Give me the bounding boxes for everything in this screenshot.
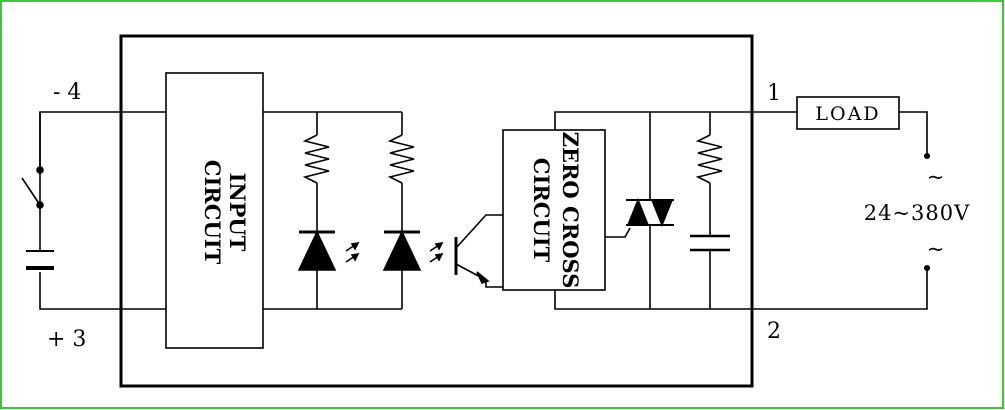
battery-symbol (26, 250, 54, 270)
terminal-1-label: 1 (767, 81, 781, 106)
output-wiring (554, 111, 928, 310)
load-label: LOAD (815, 103, 880, 125)
switch-symbol (21, 112, 44, 209)
ac-supply-symbol (924, 153, 930, 271)
triac-symbol (626, 197, 674, 228)
snubber-resistor-symbol (695, 134, 723, 184)
ac-wave-bottom: ~ (927, 237, 946, 261)
zero-cross-label-line2: CIRCUIT (529, 158, 554, 263)
relay-housing (119, 34, 754, 388)
input-circuit-label-line1: INPUT (225, 173, 250, 252)
resistor-1-symbol (302, 112, 330, 309)
terminal-3-label: + 3 (47, 327, 86, 352)
supply-voltage-label: 24~380V (864, 201, 971, 225)
resistor-2-symbol (387, 112, 415, 309)
input-circuit-block (165, 72, 264, 349)
led-1-symbol (297, 230, 360, 271)
ac-wave-top: ~ (927, 165, 946, 189)
load-block (796, 96, 900, 130)
phototransistor-symbol (454, 214, 503, 288)
led-2-symbol (382, 230, 444, 271)
terminal-2-label: 2 (767, 319, 781, 344)
input-circuit-label-line2: CIRCUIT (200, 160, 225, 265)
snubber-capacitor-symbol (690, 234, 730, 252)
zero-cross-circuit-block (502, 129, 606, 291)
zero-cross-label-line1: ZERO CROSS (558, 132, 583, 289)
terminal-4-label: - 4 (53, 80, 81, 105)
